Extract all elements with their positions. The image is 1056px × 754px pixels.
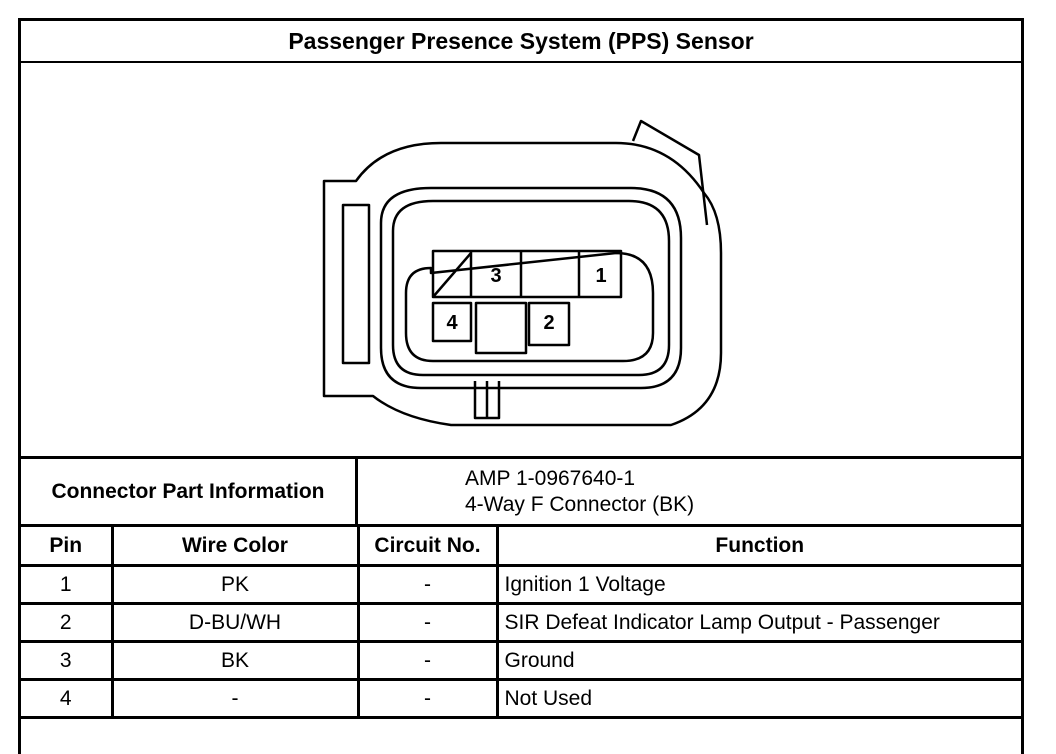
part-number: AMP 1-0967640-1 [465,466,636,490]
cell-circuit: - [356,564,499,605]
connector-diagram: 1 2 3 4 [21,63,1021,456]
pin-label-3: 3 [490,265,501,287]
cell-function: Ignition 1 Voltage [495,564,1021,605]
header-function: Function [495,527,1021,567]
table-row: 1 PK - Ignition 1 Voltage [21,564,1021,605]
part-info-value: AMP 1-0967640-1 4-Way F Connector (BK) [358,459,1021,524]
table-row: 4 - - Not Used [21,678,1021,719]
pinout-table: Pin Wire Color Circuit No. Function 1 PK… [21,527,1021,719]
connector-sheet: Passenger Presence System (PPS) Sensor [18,18,1024,754]
table-header-row: Pin Wire Color Circuit No. Function [21,527,1021,567]
table-row: 3 BK - Ground [21,640,1021,681]
header-circuit-no: Circuit No. [356,527,499,567]
cell-wire-color: BK [110,640,360,681]
cell-function: SIR Defeat Indicator Lamp Output - Passe… [495,602,1021,643]
header-pin: Pin [21,527,114,567]
cell-wire-color: - [110,678,360,719]
header-wire-color: Wire Color [110,527,360,567]
connector-face-drawing: 1 2 3 4 [322,119,723,427]
pin-label-4: 4 [446,312,458,334]
table-row: 2 D-BU/WH - SIR Defeat Indicator Lamp Ou… [21,602,1021,643]
page-title: Passenger Presence System (PPS) Sensor [21,21,1021,63]
cell-pin: 1 [21,564,114,605]
cell-circuit: - [356,602,499,643]
cell-pin: 3 [21,640,114,681]
cell-wire-color: PK [110,564,360,605]
pin-label-2: 2 [543,312,554,334]
connector-part-info: Connector Part Information AMP 1-0967640… [21,456,1021,527]
part-info-label: Connector Part Information [21,459,358,524]
cell-function: Not Used [495,678,1021,719]
cell-pin: 2 [21,602,114,643]
cell-pin: 4 [21,678,114,719]
cell-function: Ground [495,640,1021,681]
connector-description: 4-Way F Connector (BK) [465,492,695,516]
cell-circuit: - [356,678,499,719]
cell-circuit: - [356,640,499,681]
cell-wire-color: D-BU/WH [110,602,360,643]
pin-label-1: 1 [595,265,606,287]
